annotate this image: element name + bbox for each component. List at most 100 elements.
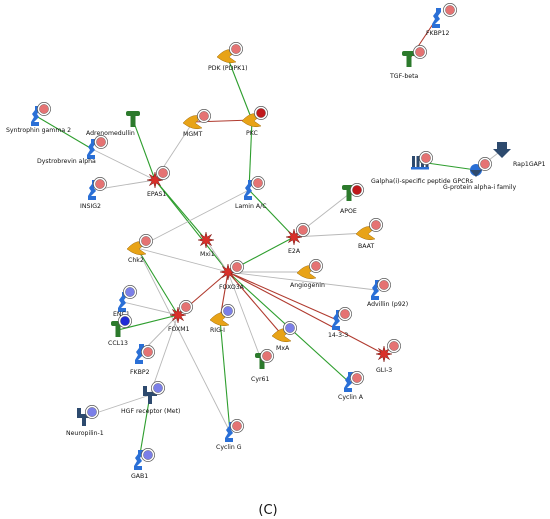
node-epas1[interactable]: EPAS1 xyxy=(146,166,170,198)
edge-ccl13-foxm1 xyxy=(117,314,179,331)
node-label: Cyr61 xyxy=(251,376,269,383)
expression-marker xyxy=(156,166,170,180)
node-cyr61[interactable]: Cyr61 xyxy=(251,349,274,383)
node-label: PKC xyxy=(246,130,258,137)
node-label: ENC1 xyxy=(113,311,130,318)
expression-marker xyxy=(377,278,391,292)
node-syntro[interactable]: Syntrophin gamma 2 xyxy=(6,102,71,134)
edge-chk2-cycling xyxy=(136,247,231,433)
node-label: Angiogenin xyxy=(290,282,325,289)
node-label: RIG-I xyxy=(210,327,225,334)
expression-marker xyxy=(283,321,297,335)
node-dystro[interactable]: Dystrobrevin alpha xyxy=(37,135,108,165)
node-enc1[interactable]: ENC1 xyxy=(113,285,137,318)
expression-marker xyxy=(369,218,383,232)
figure-caption: (C) xyxy=(258,503,277,518)
node-advillin[interactable]: Advillin (p92) xyxy=(367,278,408,308)
edge-foxo3a-gli3 xyxy=(227,271,385,355)
node-lamin[interactable]: Lamin A/C xyxy=(235,176,267,210)
node-gli3[interactable]: GLI-3 xyxy=(375,339,401,374)
edge-dystro-epas1 xyxy=(91,148,156,181)
blue-bracket-icon xyxy=(87,139,96,159)
node-foxm1[interactable]: FOXM1 xyxy=(168,300,193,333)
node-label: Lamin A/C xyxy=(235,203,267,210)
node-label: Neuropilin-1 xyxy=(66,430,104,437)
node-e2a[interactable]: E2A xyxy=(285,223,310,255)
expression-marker xyxy=(93,177,107,191)
node-pkc[interactable]: PKC xyxy=(241,106,268,137)
blue-bracket-icon xyxy=(432,8,441,28)
node-baat[interactable]: BAAT xyxy=(355,218,383,250)
node-chk2[interactable]: Chk2 xyxy=(126,234,153,264)
node-label: BAAT xyxy=(358,243,374,250)
node-label: MxA xyxy=(276,345,290,352)
node-label: PDK (PDPK1) xyxy=(208,65,248,72)
node-fkbp2[interactable]: FKBP2 xyxy=(130,344,155,376)
edge-baat-e2a xyxy=(293,232,367,238)
node-hgfr[interactable]: HGF receptor (Met) xyxy=(121,381,180,415)
node-cycling[interactable]: Cyclin G xyxy=(216,419,244,451)
node-mxa[interactable]: MxA xyxy=(271,321,297,352)
node-foxo3a[interactable]: FOXO3A xyxy=(219,260,245,291)
expression-marker xyxy=(338,307,352,321)
node-label: Galpha(i)-specific peptide GPCRs xyxy=(371,178,473,185)
orange-kinase-icon xyxy=(182,115,203,130)
node-gprot[interactable]: G-protein alpha-i family xyxy=(443,157,516,191)
node-apoe[interactable]: APOE xyxy=(340,183,364,215)
node-neuro[interactable]: Neuropilin-1 xyxy=(66,405,104,437)
edge-pdk-pkc xyxy=(226,55,253,121)
node-insig2[interactable]: INSIG2 xyxy=(80,177,107,210)
node-gab1[interactable]: GAB1 xyxy=(131,448,155,480)
navy-arrow-icon xyxy=(493,142,511,158)
node-rap1[interactable]: Rap1GAP1 xyxy=(493,142,546,168)
expression-marker xyxy=(141,448,155,462)
edge-lamin-chk2 xyxy=(136,189,250,249)
expression-marker xyxy=(478,157,492,171)
expression-marker xyxy=(85,405,99,419)
green-t-icon xyxy=(402,51,416,67)
edge-adreno-epas1 xyxy=(132,119,156,181)
node-label: Advillin (p92) xyxy=(367,301,408,308)
expression-marker xyxy=(296,223,310,237)
expression-marker xyxy=(141,345,155,359)
node-label: TGF-beta xyxy=(389,73,419,80)
expression-marker xyxy=(251,176,265,190)
node-pdk[interactable]: PDK (PDPK1) xyxy=(208,42,248,72)
edge-advillin-foxo3a xyxy=(227,271,377,291)
node-angio[interactable]: Angiogenin xyxy=(290,259,325,289)
node-label: Syntrophin gamma 2 xyxy=(6,127,71,134)
node-galpha[interactable]: Galpha(i)-specific peptide GPCRs xyxy=(371,151,473,185)
node-label: HGF receptor (Met) xyxy=(121,408,180,415)
edge-foxo3a-cyr61 xyxy=(227,271,263,363)
edge-layer xyxy=(35,17,503,461)
expression-marker xyxy=(443,3,457,17)
edge-enc1-foxm1 xyxy=(122,301,179,316)
expression-marker xyxy=(123,285,137,299)
expression-marker xyxy=(419,151,433,165)
edge-rig1-cycling xyxy=(219,318,231,433)
expression-marker xyxy=(221,304,235,318)
node-label: APOE xyxy=(340,208,357,215)
node-cyclina[interactable]: Cyclin A xyxy=(338,371,364,401)
node-mgmt[interactable]: MGMT xyxy=(182,109,211,138)
node-rig1[interactable]: RIG-I xyxy=(209,304,235,334)
node-label: Rap1GAP1 xyxy=(513,161,546,168)
expression-marker xyxy=(254,106,268,120)
node-1433[interactable]: 14-3-3 xyxy=(328,307,352,339)
green-t-icon xyxy=(126,111,140,127)
node-ccl13[interactable]: CCL13 xyxy=(108,314,132,347)
node-adreno[interactable]: Adrenomedullin xyxy=(86,111,140,137)
edge-chk2-foxm1 xyxy=(136,247,179,316)
edge-foxo3a-1433 xyxy=(227,271,338,321)
edge-mxi1-foxo3a xyxy=(205,239,229,273)
blue-bracket-icon xyxy=(134,450,143,470)
red-star-icon xyxy=(197,231,215,249)
node-mxi1[interactable]: Mxi1 xyxy=(197,231,215,258)
node-label: Mxi1 xyxy=(200,251,215,258)
node-label: EPAS1 xyxy=(147,191,166,198)
node-fkbp12[interactable]: FKBP12 xyxy=(426,3,457,37)
node-tgfb[interactable]: TGF-beta xyxy=(389,45,427,80)
edge-syntro-dystro xyxy=(35,115,93,150)
